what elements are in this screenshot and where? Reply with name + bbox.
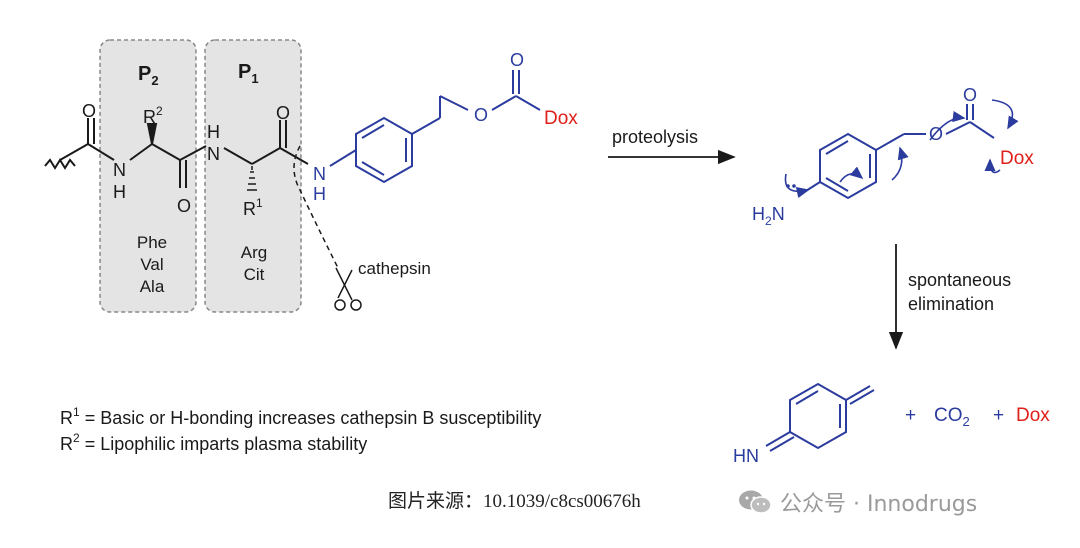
peptide-backbone <box>44 118 309 191</box>
proteolysis-label: proteolysis <box>612 127 698 147</box>
p1-box <box>204 39 302 313</box>
lone-pair-dot2 <box>792 184 796 188</box>
watermark-text: 公众号 · Innodrugs <box>780 492 978 517</box>
quinone-methide-imine <box>765 382 875 452</box>
intermediate-o-ether: O <box>929 124 943 144</box>
p2-residue-phe: Phe <box>137 233 167 252</box>
wechat-logo-icon <box>738 489 772 515</box>
note-r2: R2 = Lipophilic imparts plasma stability <box>60 431 367 454</box>
p2-box <box>99 39 197 313</box>
p2-residue-val: Val <box>140 255 163 274</box>
cleavage-line <box>293 145 339 269</box>
aryl-h: H <box>313 184 326 204</box>
product-co2: CO2 <box>934 405 970 429</box>
scissors-icon <box>334 267 362 311</box>
p2-residue-ala: Ala <box>140 277 165 296</box>
atom-n-amide1: N <box>113 160 126 180</box>
carbonate-o: O <box>474 105 488 125</box>
atom-o-amide1: O <box>82 101 96 121</box>
carbonate-o-top: O <box>510 50 524 70</box>
elimination-label: elimination <box>908 294 994 314</box>
source-caption: 图片来源：10.1039/c8cs00676h <box>388 491 641 512</box>
atom-o-amide2: O <box>177 196 191 216</box>
note-r1: R1 = Basic or H-bonding increases cathep… <box>60 405 541 428</box>
lone-pair-dot1 <box>786 184 790 188</box>
cathepsin-label: cathepsin <box>358 259 431 278</box>
wechat-watermark: 公众号 · Innodrugs <box>738 486 977 518</box>
carbonate-bonds <box>491 70 541 111</box>
intermediate-amine: H2N <box>752 204 785 228</box>
intermediate-o-carbonyl: O <box>963 85 977 105</box>
atom-n-amide2: N <box>207 144 220 164</box>
intermediate-dox: Dox <box>1000 148 1034 169</box>
p1-residue-arg: Arg <box>241 243 267 262</box>
atom-o-amide3: O <box>276 103 290 123</box>
dox-label: Dox <box>544 108 578 129</box>
aryl-n: N <box>313 164 326 184</box>
intermediate-structure <box>797 104 995 200</box>
product-plus1: + <box>905 405 916 426</box>
pabc-linker <box>329 95 469 184</box>
product-plus2: + <box>993 405 1004 426</box>
product-dox: Dox <box>1016 405 1050 426</box>
p1-residue-cit: Cit <box>244 265 265 284</box>
atom-r2: R2 <box>143 104 163 127</box>
atom-r1: R1 <box>243 196 263 219</box>
p1-title: P1 <box>238 61 259 86</box>
p2-title: P2 <box>138 63 159 88</box>
spontaneous-label: spontaneous <box>908 270 1011 290</box>
product-imine: HN <box>733 446 759 466</box>
atom-h-amide1: H <box>113 182 126 202</box>
electron-push-arrows <box>784 99 1019 198</box>
atom-h-amide2: H <box>207 122 220 142</box>
